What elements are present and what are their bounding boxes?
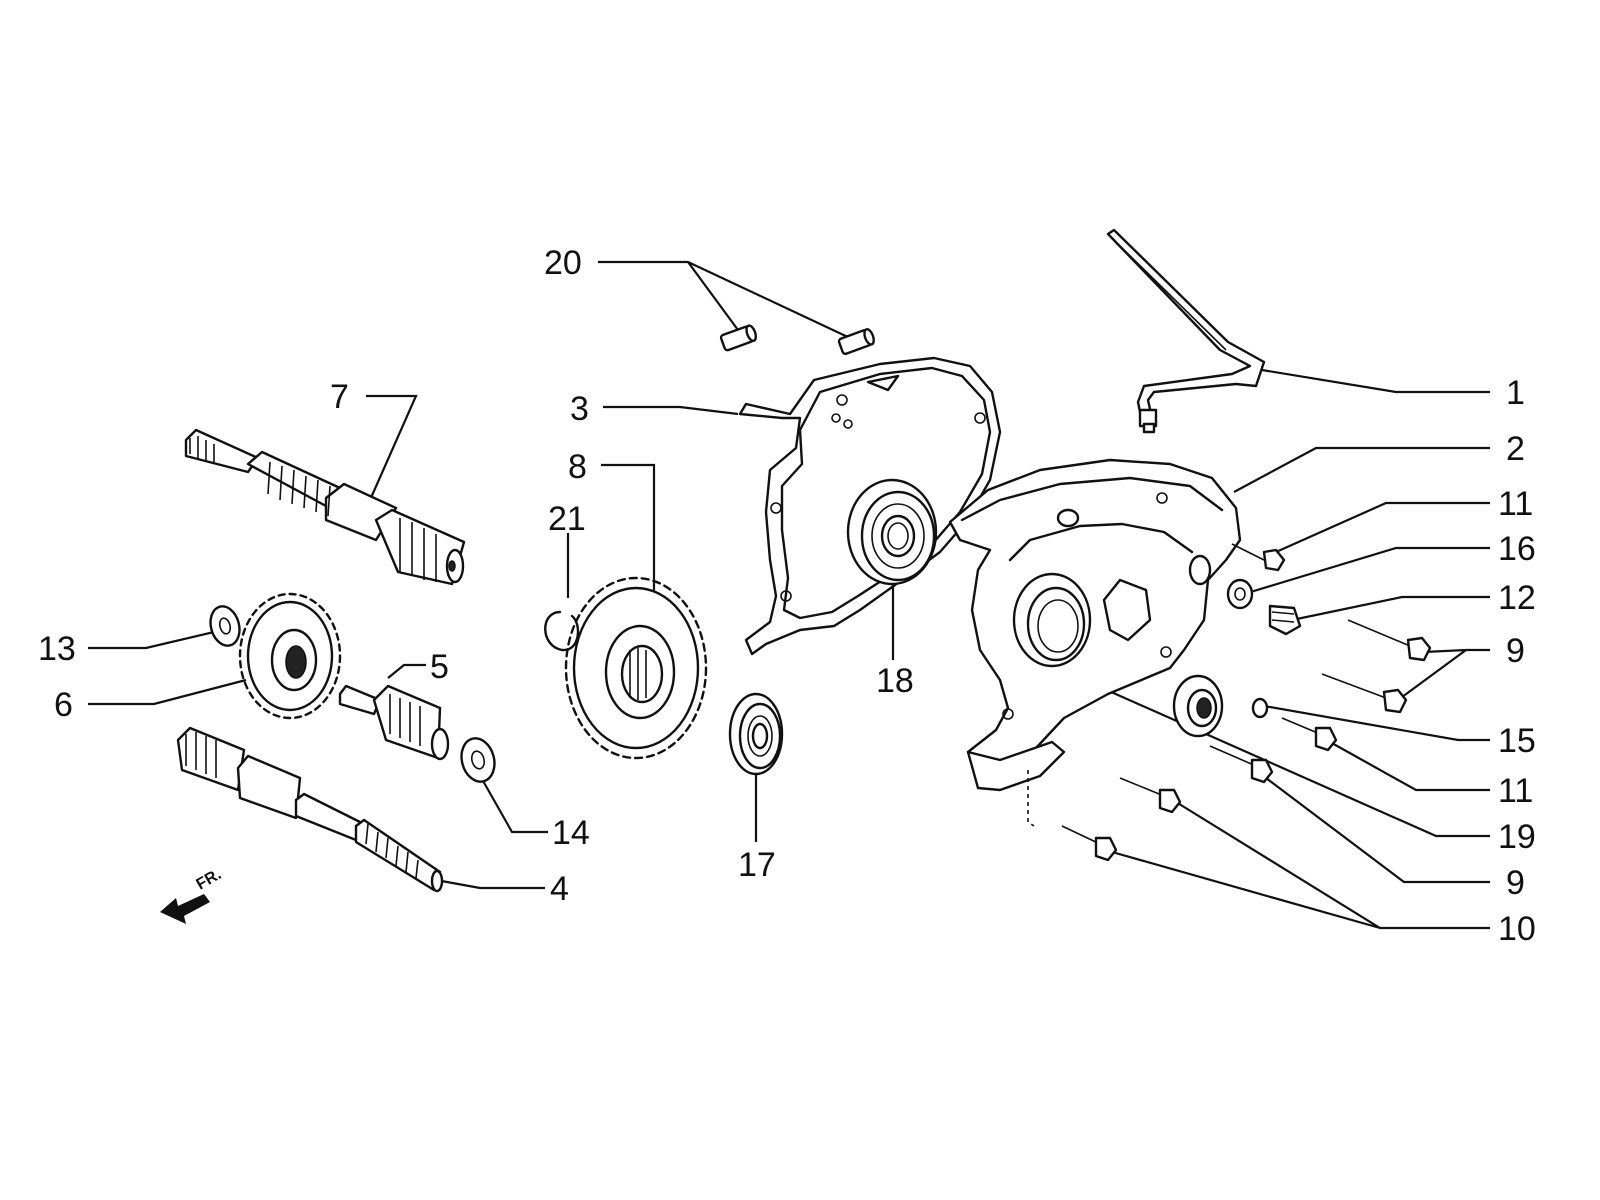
callout-1: 1 <box>1506 374 1525 412</box>
leader-lines <box>88 260 1490 930</box>
callout-11-lower: 11 <box>1498 772 1533 810</box>
callout-3: 3 <box>570 390 589 428</box>
gear-part-6 <box>238 592 342 720</box>
breather-pipe-part-1 <box>1106 228 1266 434</box>
gear-part-8 <box>564 576 708 760</box>
callout-19: 19 <box>1498 818 1536 856</box>
shaft-part-7 <box>184 428 466 586</box>
callout-20: 20 <box>544 244 582 282</box>
callout-2: 2 <box>1506 430 1525 468</box>
front-direction-marker: FR. <box>160 866 224 924</box>
callout-5: 5 <box>430 648 449 686</box>
washer-part-15 <box>1251 697 1269 719</box>
callout-11-upper: 11 <box>1498 485 1533 523</box>
callout-14: 14 <box>552 814 590 852</box>
cover-part-2 <box>948 458 1242 792</box>
callout-9-lower: 9 <box>1506 864 1525 902</box>
callout-13: 13 <box>38 630 76 668</box>
callout-8: 8 <box>568 448 587 486</box>
callout-15: 15 <box>1498 722 1536 760</box>
plug-part-12 <box>1268 604 1302 636</box>
front-marker-label: FR. <box>194 866 225 894</box>
callout-10: 10 <box>1498 910 1536 948</box>
bolt-part-11-upper <box>1231 543 1286 572</box>
dowel-pin-part-20 <box>719 324 875 356</box>
bolt-part-11-lower <box>1281 717 1338 752</box>
callout-18: 18 <box>876 662 914 700</box>
bolt-part-9-lower <box>1209 745 1274 784</box>
washer-part-14 <box>460 737 496 783</box>
oil-seal-part-19 <box>1172 674 1224 738</box>
callout-4: 4 <box>550 870 569 908</box>
shaft-part-5 <box>338 684 450 761</box>
bearing-part-18 <box>846 478 938 586</box>
callout-17: 17 <box>738 846 776 884</box>
bolt-part-10 <box>1027 770 1182 862</box>
bearing-part-17 <box>728 692 784 776</box>
callout-labels: 20 7 3 8 21 13 6 5 14 4 17 18 1 2 11 16 … <box>38 244 1536 948</box>
shaft-part-4 <box>176 726 444 893</box>
callout-6: 6 <box>54 686 73 724</box>
bolt-part-9-upper <box>1321 619 1432 714</box>
callout-9-upper: 9 <box>1506 632 1525 670</box>
callout-21: 21 <box>548 500 586 538</box>
callout-12: 12 <box>1498 579 1536 617</box>
washer-part-16 <box>1226 578 1254 610</box>
circlip-part-21 <box>544 610 580 652</box>
callout-16: 16 <box>1498 530 1536 568</box>
washer-part-13 <box>209 605 241 647</box>
callout-7: 7 <box>330 378 349 416</box>
